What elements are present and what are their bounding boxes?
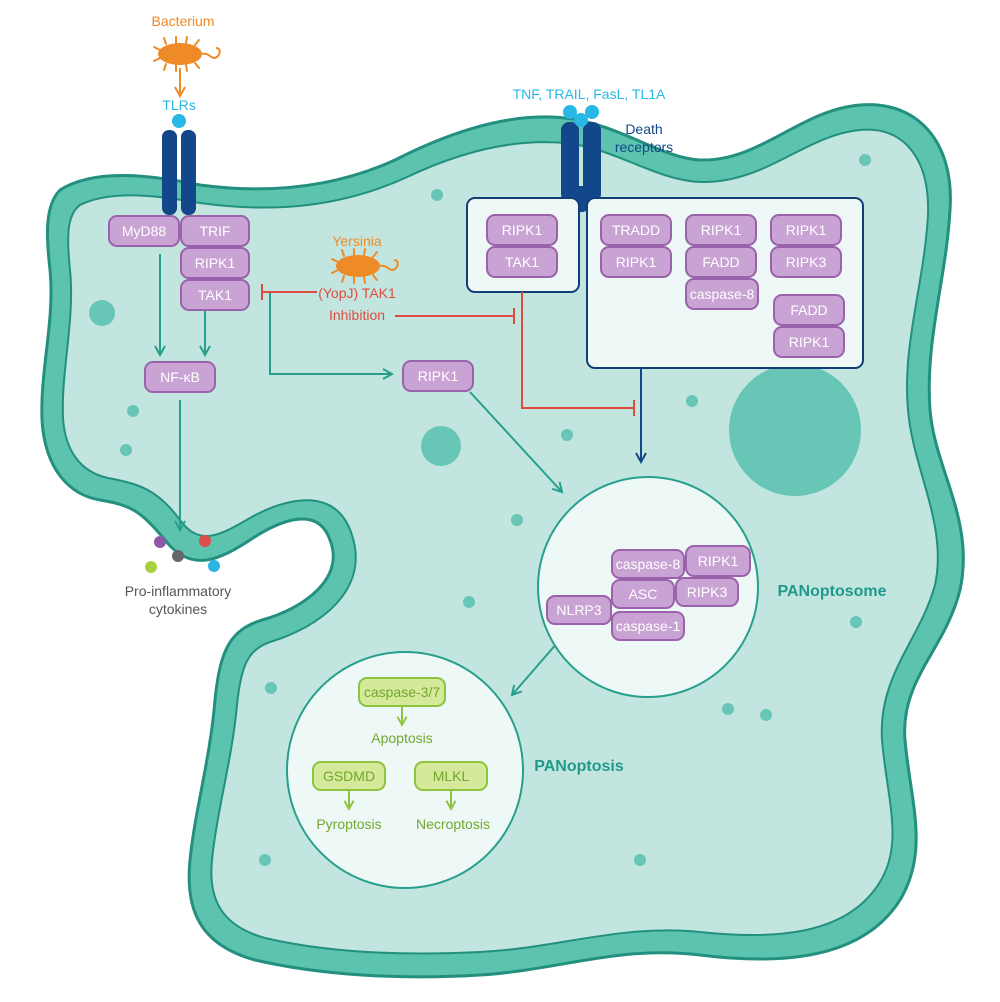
panoptosome-caspase1 [611,611,685,641]
c3-ripk3-label: RIPK3 [786,254,827,270]
panoptosome-ripk3-label: RIPK3 [687,584,728,600]
death-receptor-complex-proteins: RIPK1 TAK1 TRADD RIPK1 RIPK1 FADD caspas… [486,214,845,358]
c3-ripk3-protein [770,246,842,278]
panoptosome-to-panoptosis-arrow [512,641,559,695]
c4-fadd-protein [773,294,845,326]
panoptosome-asc [611,579,675,609]
yersinia-label: Yersinia [332,233,382,249]
cytokines: Pro-inflammatory cytokines [125,535,232,617]
panoptosome-asc-label: ASC [629,586,658,602]
pyroptosis-label: Pyroptosis [316,816,381,832]
cytokines-label-line1: Pro-inflammatory [125,583,232,599]
mlkl-box [414,761,488,791]
cytokine-dot [145,561,157,573]
tlr-receptor-icon [162,114,196,215]
yopj-tak1-label: (YopJ) TAK1 [318,285,396,301]
death-receptors-label-line2: receptors [615,139,673,155]
box1-ripk1-protein [486,214,558,246]
bacterium-label: Bacterium [151,13,214,29]
panoptosome-caspase8-label: caspase-8 [616,556,681,572]
panoptosis-circle [286,651,524,889]
box1-tak1-label: TAK1 [505,254,539,270]
panoptosome: caspase-8 RIPK1 ASC RIPK3 NLRP3 caspase-… [537,476,759,698]
death-receptors-label-line1: Death [625,121,662,137]
ripk1-tlr-protein [180,247,250,279]
tak1-tlr-label: TAK1 [198,287,232,303]
panoptosis: caspase-3/7 Apoptosis GSDMD Pyroptosis M… [286,651,524,889]
c3-ripk1-protein [770,214,842,246]
box1-tak1-protein [486,246,558,278]
c4-fadd-label: FADD [790,302,827,318]
tak1-tlr-protein [180,279,250,311]
c4-ripk1-label: RIPK1 [789,334,830,350]
panoptosome-ripk1-label: RIPK1 [698,553,739,569]
nfkb-label: NF-κB [160,369,200,385]
c2-caspase8-label: caspase-8 [690,286,755,302]
trif-label: TRIF [199,223,230,239]
nfkb-protein [144,361,216,393]
c4-ripk1-protein [773,326,845,358]
inhibition-label: Inhibition [329,307,385,323]
tradd-label: TRADD [612,222,660,238]
tak1-inhibition-to-panoptosome-line [521,292,634,409]
caspase37-label: caspase-3/7 [364,684,440,700]
bacterium-icon [153,36,221,72]
ripk1-mid-protein [402,360,474,392]
gsdmd-box [312,761,386,791]
yersinia-bacterium-icon [331,248,399,284]
tradd-ripk1-label: RIPK1 [616,254,657,270]
panoptosome-nlrp3-label: NLRP3 [556,602,601,618]
gsdmd-label: GSDMD [323,768,375,784]
cytokine-dot [199,535,211,547]
mlkl-label: MLKL [433,768,470,784]
caspase37-box [358,677,446,707]
panoptosome-ripk1 [685,545,751,577]
cytokine-dot [172,550,184,562]
panoptosome-caspase8 [611,549,685,579]
cytoplasm-dots [89,154,871,866]
c2-ripk1-protein [685,214,757,246]
tlr-pathway-proteins: MyD88 TRIF RIPK1 TAK1 NF-κB RIPK1 [108,215,474,393]
tradd-ripk1-protein [600,246,672,278]
box1-ripk1-label: RIPK1 [502,222,543,238]
ripk1-tlr-label: RIPK1 [195,255,236,271]
c2-ripk1-label: RIPK1 [701,222,742,238]
trif-protein [180,215,250,247]
panoptosome-label: PANoptosome [777,583,886,600]
tak1-to-ripk1-arrow [269,292,392,374]
panoptosis-label: PANoptosis [534,758,624,775]
nucleus [729,364,861,496]
panoptosome-caspase1-label: caspase-1 [616,618,681,634]
c2-fadd-label: FADD [702,254,739,270]
death-receptor-icon [561,105,601,212]
tradd-protein [600,214,672,246]
cytokine-dot [154,536,166,548]
ripk1-mid-label: RIPK1 [418,368,459,384]
panoptosome-nlrp3 [546,595,612,625]
cytokine-dot [208,560,220,572]
c3-ripk1-label: RIPK1 [786,222,827,238]
myd88-label: MyD88 [122,223,167,239]
c2-caspase8-protein [685,278,759,310]
apoptosis-label: Apoptosis [371,730,432,746]
cytokines-label-line2: cytokines [149,601,207,617]
ripk1-to-panoptosome-arrow [469,391,562,492]
c2-fadd-protein [685,246,757,278]
necroptosis-label: Necroptosis [416,816,490,832]
panoptosome-ripk3 [675,577,739,607]
tlrs-label: TLRs [162,97,195,113]
ligands-label: TNF, TRAIL, FasL, TL1A [513,86,666,102]
myd88-protein [108,215,180,247]
